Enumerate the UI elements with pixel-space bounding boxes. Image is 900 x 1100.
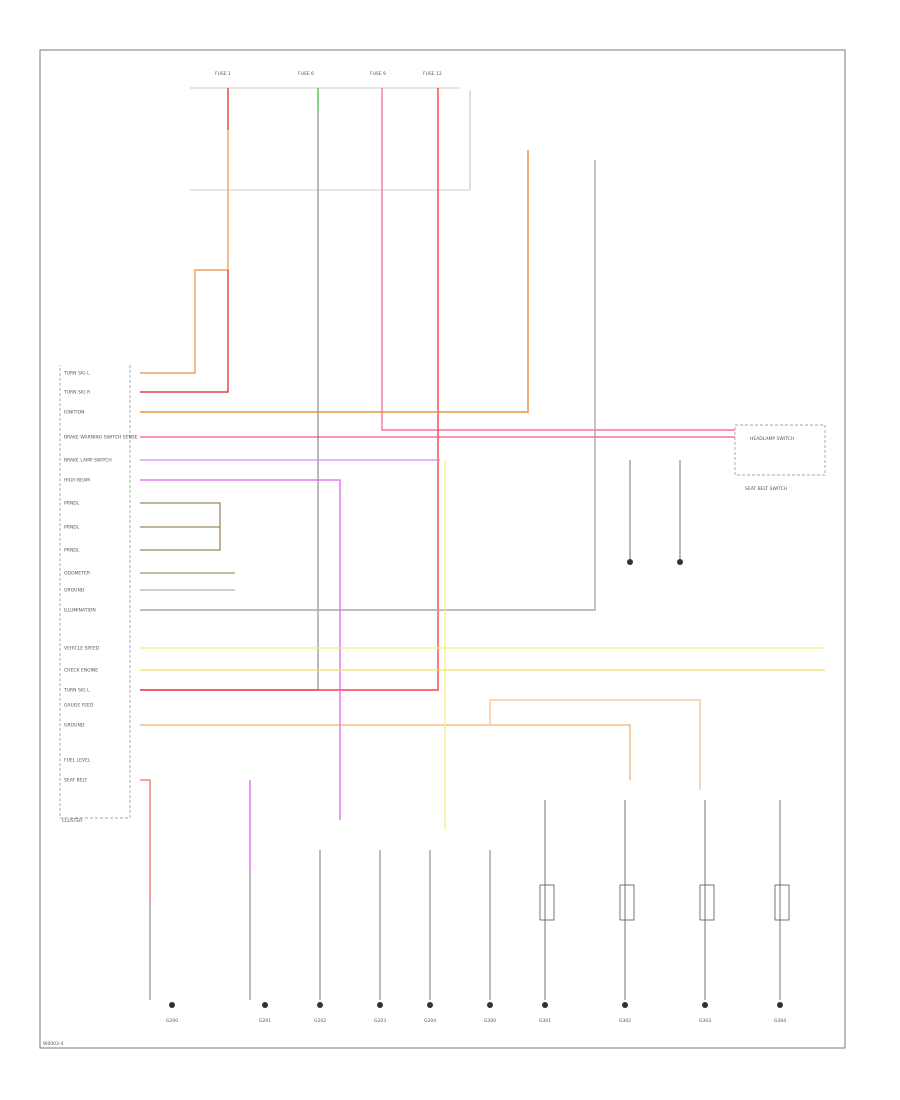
cluster-pin-label: PRNDL	[64, 501, 80, 507]
ground-label: G202	[314, 1018, 326, 1024]
cluster-pin-label: TURN SIG L	[63, 371, 90, 377]
ground-label: G301	[539, 1018, 551, 1024]
cluster-label: CLUSTER	[62, 818, 82, 824]
right-label: SEAT BELT SWITCH	[745, 486, 787, 492]
cluster-pin-label: TURN SIG R	[63, 390, 90, 396]
cluster-pin-label: GAUGE FEED	[64, 703, 94, 709]
cluster-pin-label: SEAT BELT	[64, 778, 87, 784]
diagram-id: W0003-4	[43, 1041, 64, 1047]
bottom-components	[149, 800, 790, 1000]
fuse-label: FUSE 9	[370, 71, 386, 77]
ground-label: G203	[374, 1018, 386, 1024]
wire-red-right	[140, 88, 439, 691]
ground-label: G302	[619, 1018, 631, 1024]
cluster-connector: CLUSTER	[59, 365, 131, 824]
cluster-pin-label: BRAKE WARNING SWITCH SENSE	[64, 435, 138, 441]
hot-bus-labels	[190, 87, 471, 191]
cluster-pin-label: CHECK ENGINE	[64, 668, 98, 674]
fuse-column-labels: FUSE 1 FUSE 6 FUSE 9 FUSE 12	[215, 71, 442, 77]
cluster-pin-label: HIGH BEAM	[64, 478, 90, 484]
cluster-pin-label: VEHICLE SPEED	[64, 646, 100, 652]
cluster-wires	[140, 436, 825, 900]
ground-label: G300	[484, 1018, 496, 1024]
cluster-pin-label: ODOMETER	[64, 571, 90, 577]
right-label: HEADLAMP SWITCH	[750, 436, 794, 442]
wire-orange-ign	[140, 150, 529, 413]
supply-wires	[140, 88, 735, 691]
right-module: HEADLAMP SWITCH SEAT BELT SWITCH	[629, 424, 826, 560]
cluster-pin-label: BRAKE LAMP SWITCH	[64, 458, 112, 464]
cluster-pin-label: GROUND	[64, 723, 85, 729]
ground-label: G304	[774, 1018, 786, 1024]
cluster-pin-label: ILLUMINATION	[64, 608, 96, 614]
ground-points	[169, 559, 783, 1008]
wire-orange	[140, 88, 229, 374]
cluster-pin-label: PRNDL	[64, 548, 80, 554]
cluster-pin-label: FUEL LEVEL	[64, 758, 91, 764]
ground-label: G200	[166, 1018, 178, 1024]
wire-red-feed	[140, 270, 229, 393]
ground-label: G201	[259, 1018, 271, 1024]
cluster-pin-label: GROUND	[64, 588, 85, 594]
fuse-label: FUSE 12	[423, 71, 442, 77]
diagram-border	[39, 49, 846, 1049]
cluster-pin-label: IGNITION	[64, 410, 85, 416]
ground-label: G204	[424, 1018, 436, 1024]
cluster-pin-label: PRNDL	[64, 525, 80, 531]
fuse-label: FUSE 1	[215, 71, 231, 77]
fuse-label: FUSE 6	[298, 71, 314, 77]
wire-gray-right	[140, 160, 596, 611]
wire-pink	[381, 88, 735, 431]
cluster-pin-label: TURN SIG L	[63, 688, 90, 694]
ground-label: G303	[699, 1018, 711, 1024]
